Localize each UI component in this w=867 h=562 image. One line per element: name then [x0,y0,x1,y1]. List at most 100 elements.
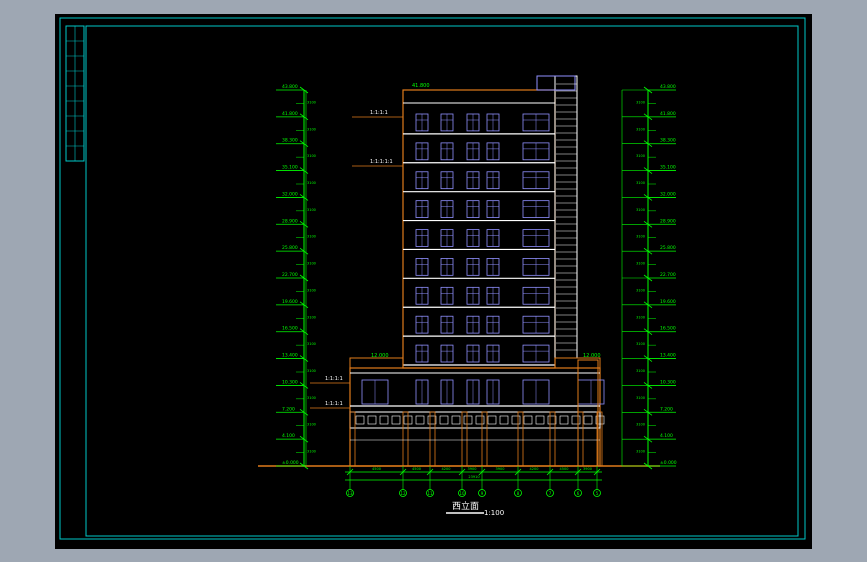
roof-structure [536,75,576,91]
axis-bubble [346,489,354,497]
dim-text: 3100 [307,450,316,454]
outer-frame [59,17,806,540]
elevation-mark [299,113,309,121]
dim-text: 3100 [307,396,316,400]
elevation-label: 4.100 [660,433,673,439]
storefront-pane [511,415,521,425]
material-label: 1:1:1:1:1 [370,159,393,165]
elevation-label: 13.400 [660,353,676,359]
roof-elevation-label: 41.800 [412,83,430,89]
dim-text: 3100 [307,288,316,292]
elevation-mark [299,408,309,416]
axis-bubble [546,489,554,497]
axis-bubble-label: 13 [347,491,353,496]
storefront-pane [367,415,377,425]
dim-text: 3100 [307,154,316,158]
elevation-mark [299,86,309,94]
storefront-pane [499,415,509,425]
dim-text: 3100 [636,369,645,373]
drawing-scale: 1:100 [484,509,504,517]
elevation-label: 10.300 [282,379,298,385]
elevation-label: 38.300 [282,138,298,144]
axis-bubble-label: 11 [427,491,433,496]
drawing-sheet [55,14,812,549]
axis-bubble-label: 10 [459,491,465,496]
dim-text: 3100 [307,342,316,346]
axis-bubble [593,489,601,497]
dim-text: 3100 [636,208,645,212]
storefront-pane [523,415,533,425]
dimension-text: 4500 [412,467,421,471]
dimension-tick [399,468,407,476]
dimension-tick [478,468,486,476]
material-label: 1:1:1:1 [325,376,343,382]
storefront-pane [391,415,401,425]
dim-text: 3100 [636,127,645,131]
dimension-tick [426,468,434,476]
storefront-pane [487,415,497,425]
storefront-pane [379,415,389,425]
storefront-pane [559,415,569,425]
dim-text: 3100 [636,181,645,185]
dimension-text: 4200 [442,467,451,471]
podium-elevation-label: 12.000 [371,353,389,359]
axis-bubble-label: 7 [549,491,552,496]
axis-bubble [399,489,407,497]
elevation-label: 32.000 [282,191,298,197]
elevation-label: 22.700 [282,272,298,278]
elevation-label: 22.700 [660,272,676,278]
dimension-tick [593,468,601,476]
dim-text: 3100 [636,100,645,104]
storefront-pane [583,415,593,425]
material-label: 1:1:1:1 [370,110,388,116]
axis-bubble [458,489,466,497]
elevation-label: 35.100 [660,165,676,171]
dimension-tick [574,468,582,476]
axis-bubble [574,489,582,497]
elevation-mark [299,355,309,362]
storefront-pane [439,415,449,425]
elevation-label: 32.000 [660,191,676,197]
dim-text: 3100 [636,423,645,427]
inner-frame [85,25,799,537]
podium-parapet-left [349,357,404,369]
storefront-pane [595,415,605,425]
elevation-label: 16.500 [660,326,676,332]
axis-bubble [426,489,434,497]
elevation-label: ±0.000 [660,460,677,466]
dimension-text: 4500 [372,467,381,471]
dim-text: 3100 [307,181,316,185]
elevation-label: 41.800 [282,111,298,117]
axis-bubble-label: 9 [481,491,484,496]
elevation-mark [299,328,309,336]
storefront-pane [475,415,485,425]
axis-bubble-label: 5 [596,491,599,496]
elevation-mark [299,301,309,309]
elevation-mark [299,382,309,389]
storefront-pane [571,415,581,425]
axis-bubble-label: 12 [400,491,406,496]
dim-text: 3100 [636,450,645,454]
dimension-tick [546,468,554,476]
drawing-title: 西立面 [452,500,479,512]
dim-text: 3100 [636,342,645,346]
dim-text: 3100 [307,235,316,239]
storefront-pane [451,415,461,425]
elevation-ladder-left: 43.800310041.800310038.300310035.1003100… [276,84,316,470]
elevation-label: 28.900 [660,218,676,224]
dim-text: 3100 [307,100,316,104]
dimension-text: 3900 [583,467,592,471]
elevation-label: 19.600 [282,299,298,305]
elevation-mark [299,274,309,282]
storefront-pane [535,415,545,425]
dim-text: 3100 [636,288,645,292]
elevation-label: 38.300 [660,138,676,144]
elevation-mark [299,167,309,174]
elevation-label: 35.100 [282,165,298,171]
dimension-tick [346,468,354,476]
dimension-text: 3900 [496,467,505,471]
elevation-label: 7.200 [660,406,673,412]
dim-text: 3100 [636,154,645,158]
storefront-pane [547,415,557,425]
